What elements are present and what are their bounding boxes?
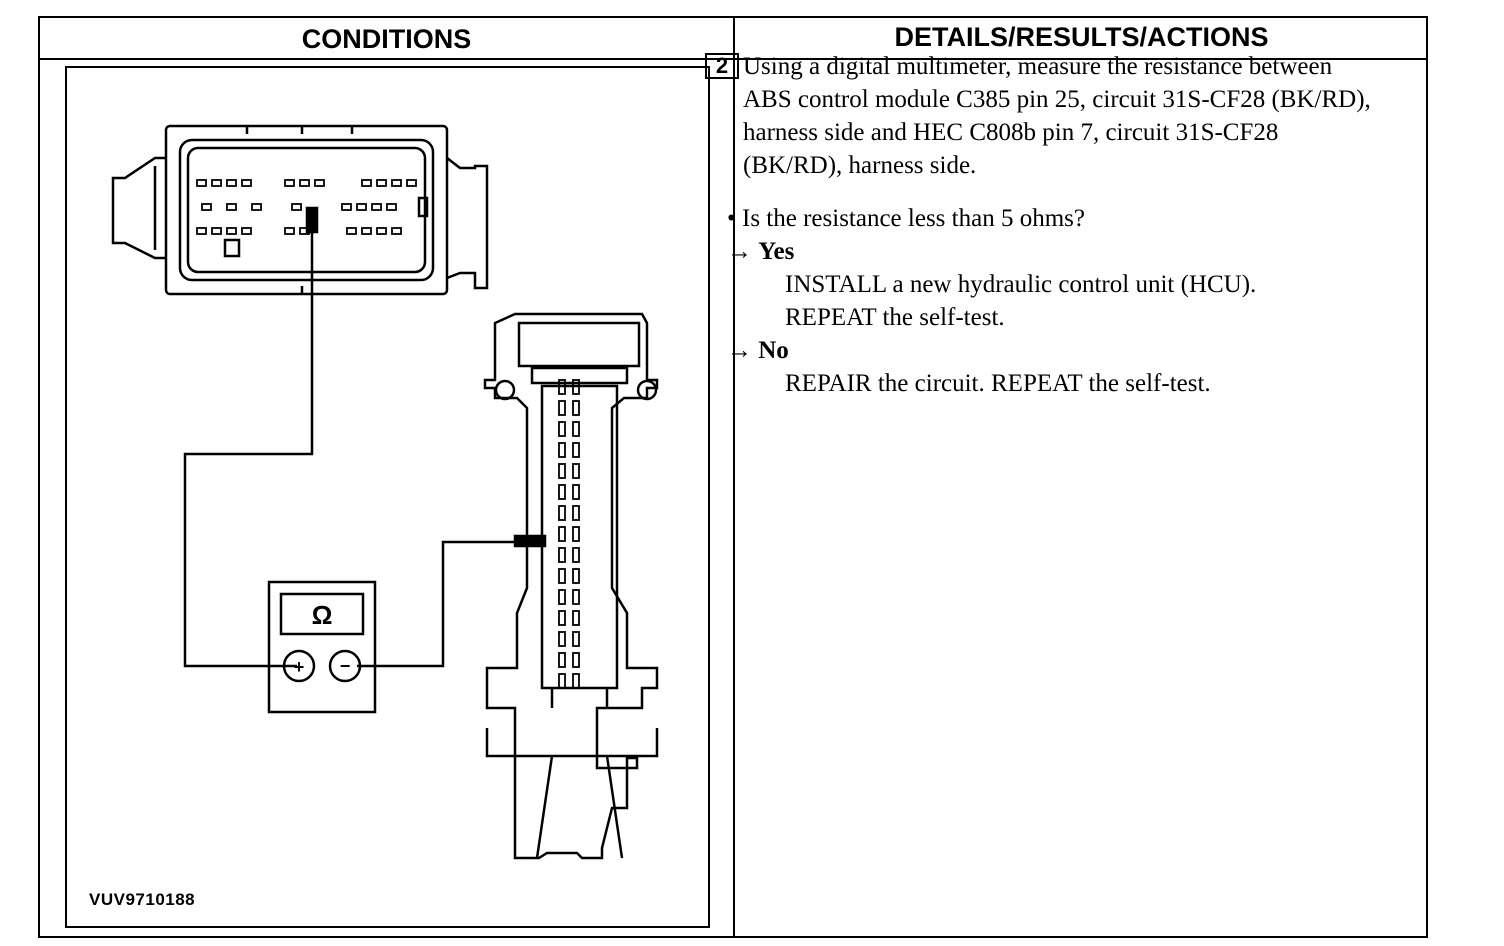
ohm-symbol: Ω xyxy=(312,600,333,630)
table-header-row: CONDITIONS DETAILS/RESULTS/ACTIONS xyxy=(40,18,1426,60)
hec-connector xyxy=(483,312,659,860)
yes-arrow: → xyxy=(727,238,752,265)
meter-minus-terminal: − xyxy=(340,656,351,676)
procedure-table: CONDITIONS DETAILS/RESULTS/ACTIONS xyxy=(38,16,1428,938)
step-question: • Is the resistance less than 5 ohms? xyxy=(727,205,1085,232)
no-action: REPAIR the circuit. REPEAT the self-test… xyxy=(785,370,1211,397)
abs-module-pins xyxy=(196,179,417,235)
wiring-diagram: Ω + − xyxy=(111,124,659,860)
probe-hec xyxy=(513,534,547,548)
no-arrow: → xyxy=(727,337,752,364)
no-label: No xyxy=(758,337,789,364)
column-divider xyxy=(733,18,735,936)
yes-action-2: REPEAT the self-test. xyxy=(785,304,1005,331)
yes-label: Yes xyxy=(758,238,795,265)
conditions-header: CONDITIONS xyxy=(301,24,472,54)
details-header: DETAILS/RESULTS/ACTIONS xyxy=(894,22,1269,52)
no-branch: → No xyxy=(705,334,1375,367)
yes-branch: → Yes xyxy=(705,235,1375,268)
hec-pins xyxy=(558,379,580,689)
wire-positive xyxy=(183,228,314,668)
step-block: 2 Using a digital multimeter, measure th… xyxy=(705,50,1375,182)
abs-module-connector xyxy=(111,124,489,296)
details-content: 2 Using a digital multimeter, measure th… xyxy=(705,50,1375,400)
multimeter xyxy=(267,580,377,714)
wire-negative xyxy=(357,540,515,668)
step-number: 2 xyxy=(705,53,739,79)
step-instruction: Using a digital multimeter, measure the … xyxy=(743,53,1371,179)
conditions-figure: Ω + − VUV9710188 xyxy=(65,66,710,928)
meter-plus-terminal: + xyxy=(294,657,305,677)
figure-id: VUV9710188 xyxy=(89,890,196,909)
yes-action-1: INSTALL a new hydraulic control unit (HC… xyxy=(785,271,1257,298)
